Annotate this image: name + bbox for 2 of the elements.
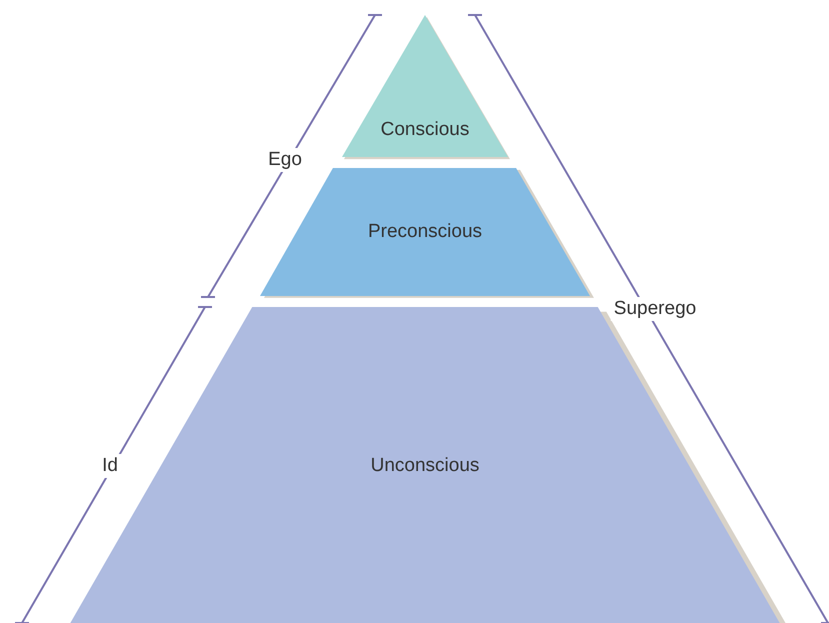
pyramid-tier [342, 15, 508, 157]
tier-label: Conscious [380, 119, 470, 141]
